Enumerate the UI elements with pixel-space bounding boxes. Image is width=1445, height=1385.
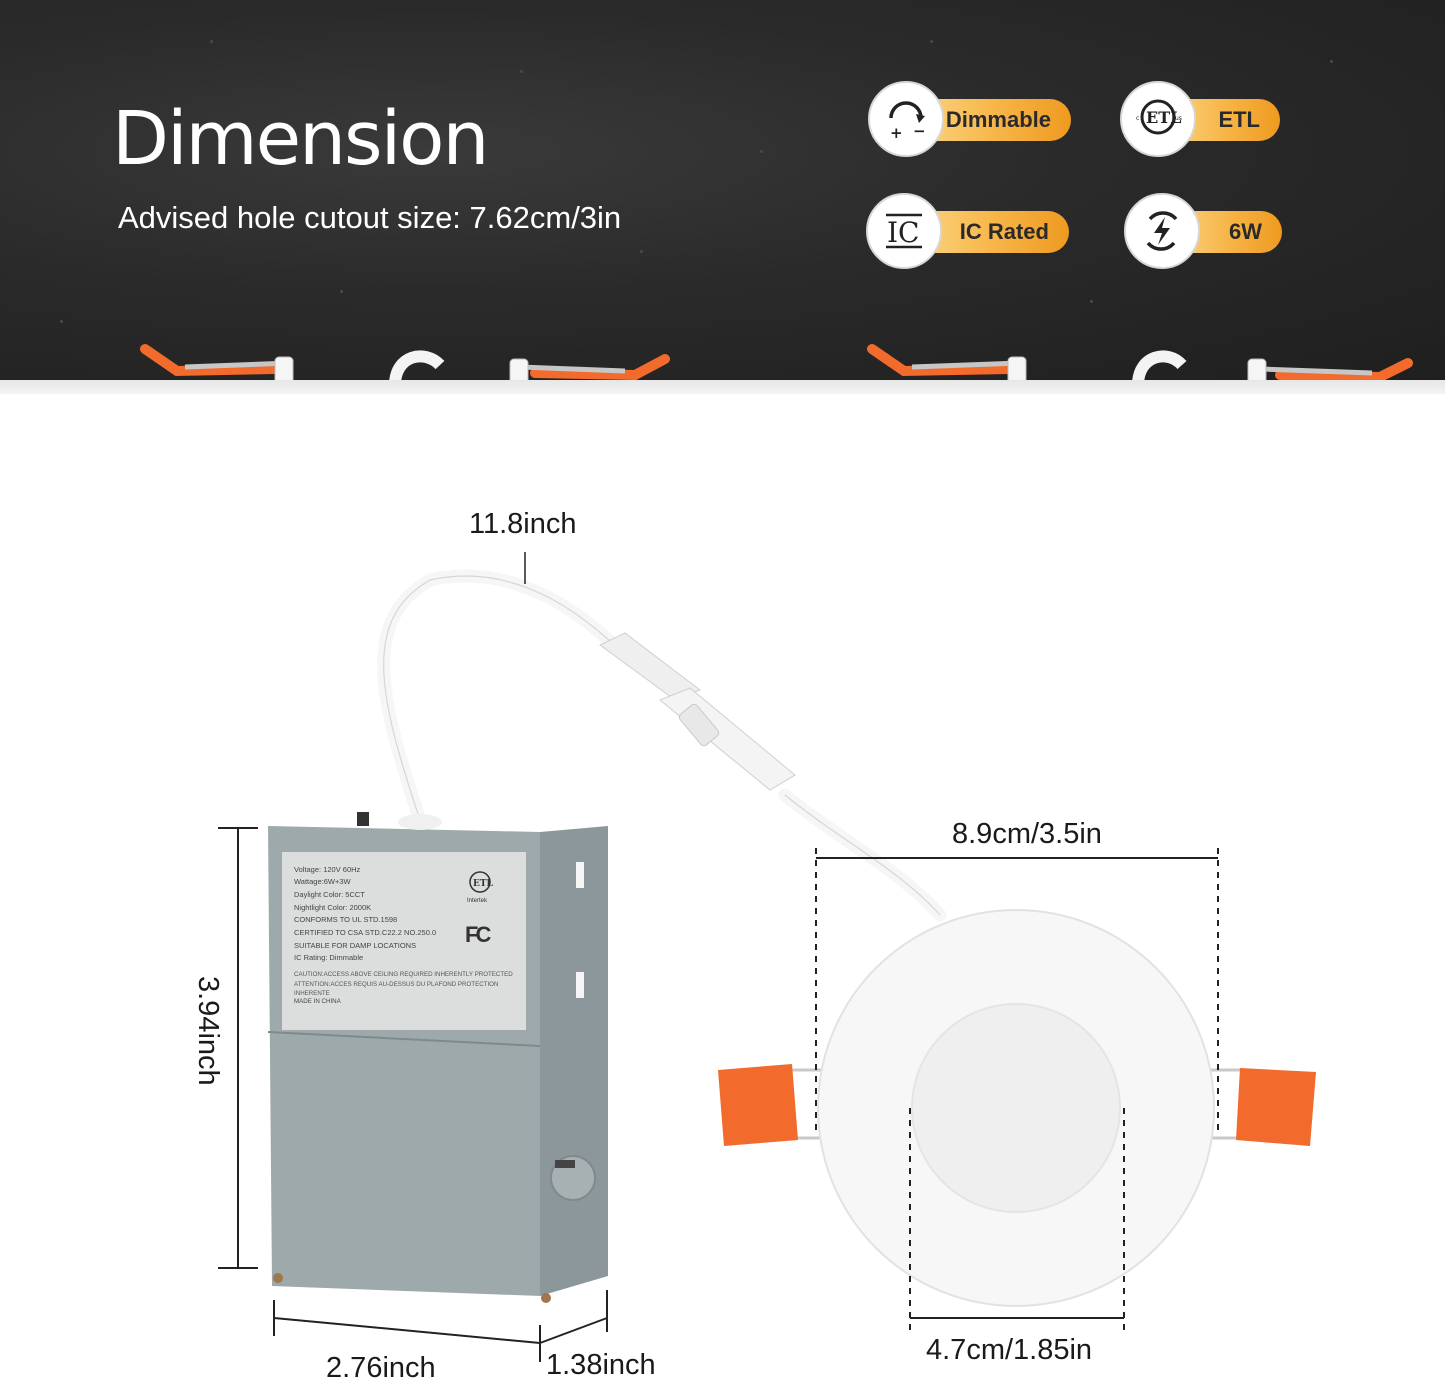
svg-text:+: + bbox=[890, 124, 903, 142]
ceiling-surface bbox=[0, 380, 1445, 394]
label-voltage: Voltage: 120V 60Hz bbox=[294, 865, 361, 874]
svg-text:c: c bbox=[1136, 115, 1139, 122]
trim-diameter-label: 8.9cm/3.5in bbox=[952, 818, 1102, 850]
dimmer-icon: + − bbox=[868, 81, 944, 157]
spring-clip-right bbox=[1236, 1068, 1316, 1146]
label-daylight-color: Daylight Color: 5CCT bbox=[294, 890, 365, 899]
etl-listed-icon: ETL c us bbox=[1120, 81, 1196, 157]
svg-text:us: us bbox=[1175, 115, 1182, 122]
cable-length-label: 11.8inch bbox=[469, 508, 577, 540]
header-banner: Dimension Advised hole cutout size: 7.62… bbox=[0, 0, 1445, 380]
svg-text:ETL: ETL bbox=[473, 879, 494, 889]
cutout-size-text: Advised hole cutout size: 7.62cm/3in bbox=[118, 200, 622, 235]
etl-mark-icon: ETL bbox=[469, 871, 494, 893]
box-width-label: 2.76inch bbox=[326, 1352, 436, 1384]
box-height-label: 3.94inch bbox=[192, 976, 224, 1086]
wattage-badge: 6W bbox=[1124, 193, 1286, 269]
ic-rated-icon: IC bbox=[866, 193, 942, 269]
svg-text:−: − bbox=[913, 122, 926, 140]
downlight-front bbox=[718, 909, 1316, 1307]
label-csa-std: CERTIFIED TO CSA STD.C22.2 NO.250.0 bbox=[294, 928, 437, 937]
dimmable-badge: Dimmable + − bbox=[868, 81, 1073, 157]
label-caution: CAUTION:ACCESS ABOVE CEILING REQUIRED IN… bbox=[294, 971, 513, 997]
ceiling-downlight-left bbox=[140, 344, 670, 380]
page-title: Dimension bbox=[112, 96, 489, 182]
label-origin: MADE IN CHINA bbox=[294, 998, 341, 1005]
etl-badge: ETL ETL c us bbox=[1120, 81, 1285, 157]
label-wattage: Wattage:6W+3W bbox=[294, 877, 351, 886]
spring-clip-left bbox=[718, 1064, 798, 1146]
svg-text:ETL: ETL bbox=[1146, 108, 1181, 127]
ceiling-downlight-right bbox=[867, 344, 1413, 380]
fcc-mark: FC bbox=[465, 922, 491, 947]
intertek-text: Intertek bbox=[467, 898, 488, 904]
light-diameter-label: 4.7cm/1.85in bbox=[926, 1334, 1093, 1366]
label-ul-std: CONFORMS TO UL STD.1598 bbox=[294, 915, 398, 924]
label-nightlight-color: Nightlight Color: 2000K bbox=[294, 903, 372, 912]
box-depth-label: 1.38inch bbox=[546, 1349, 656, 1381]
label-ic-rating: IC Rating: Dimmable bbox=[294, 953, 364, 962]
power-bolt-icon bbox=[1124, 193, 1200, 269]
ic-rated-badge: IC Rated IC bbox=[866, 193, 1071, 269]
cable-connector bbox=[599, 632, 796, 791]
cable bbox=[377, 569, 637, 827]
label-damp: SUITABLE FOR DAMP LOCATIONS bbox=[294, 941, 417, 950]
junction-box bbox=[267, 812, 608, 1303]
svg-text:IC: IC bbox=[887, 216, 919, 249]
